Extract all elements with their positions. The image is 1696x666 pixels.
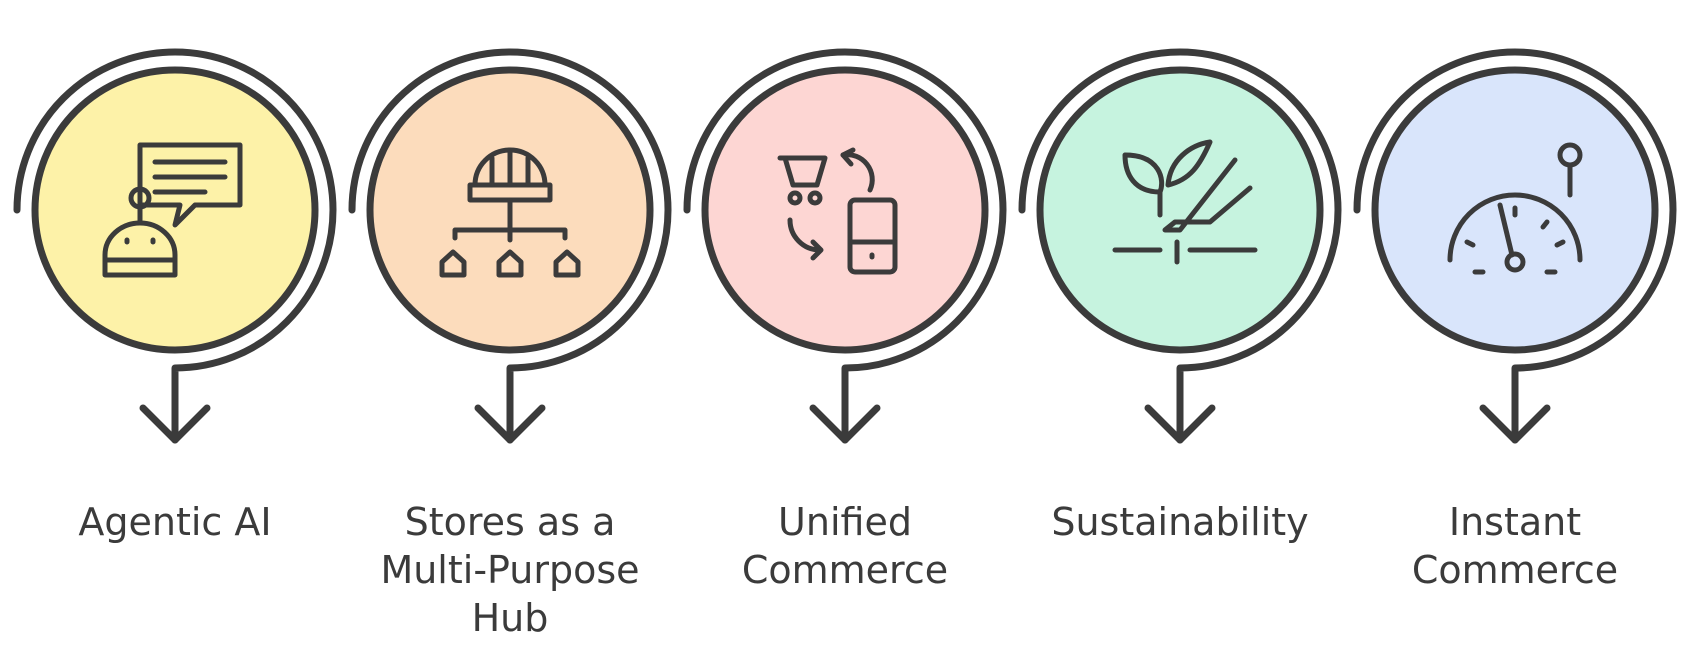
stage-1-label: Agentic AI	[78, 500, 272, 544]
stage-1-outer-ring	[13, 48, 337, 444]
stage-1-arrow-icon	[139, 404, 211, 444]
cart-phone-icon	[777, 147, 898, 275]
stage-4-arrow-icon	[1144, 404, 1216, 444]
stage-1	[13, 48, 337, 444]
stage-5-arrow-icon	[1479, 404, 1551, 444]
stage-2-inner-ring	[366, 66, 654, 354]
stage-5-inner-ring	[1371, 66, 1659, 354]
stage-3-label: Unified Commerce	[741, 500, 949, 592]
stage-1-inner-ring	[31, 66, 319, 354]
store-hub-icon	[439, 147, 581, 278]
stage-2-outer-ring	[348, 48, 672, 444]
stage-2-label: Stores as a Multi-Purpose Hub	[380, 500, 640, 640]
stage-4-inner-ring	[1036, 66, 1324, 354]
stage-2	[348, 48, 672, 444]
stage-3-arrow-icon	[809, 404, 881, 444]
stage-4-label: Sustainability	[1051, 500, 1309, 544]
stage-2-arrow-icon	[474, 404, 546, 444]
stage-5-label: Instant Commerce	[1411, 500, 1619, 592]
stage-5-outer-ring	[1353, 48, 1677, 444]
stage-4-outer-ring	[1018, 48, 1342, 444]
speedometer-icon	[1447, 142, 1583, 275]
stage-4	[1018, 48, 1342, 444]
stage-4-fill	[1040, 70, 1320, 350]
stage-1-fill	[35, 70, 315, 350]
stage-3	[683, 48, 1007, 444]
robot-chat-icon	[102, 142, 243, 278]
plant-hand-icon	[1112, 139, 1258, 265]
stage-3-fill	[705, 70, 985, 350]
stage-3-inner-ring	[701, 66, 989, 354]
stage-3-outer-ring	[683, 48, 1007, 444]
stage-5	[1353, 48, 1677, 444]
